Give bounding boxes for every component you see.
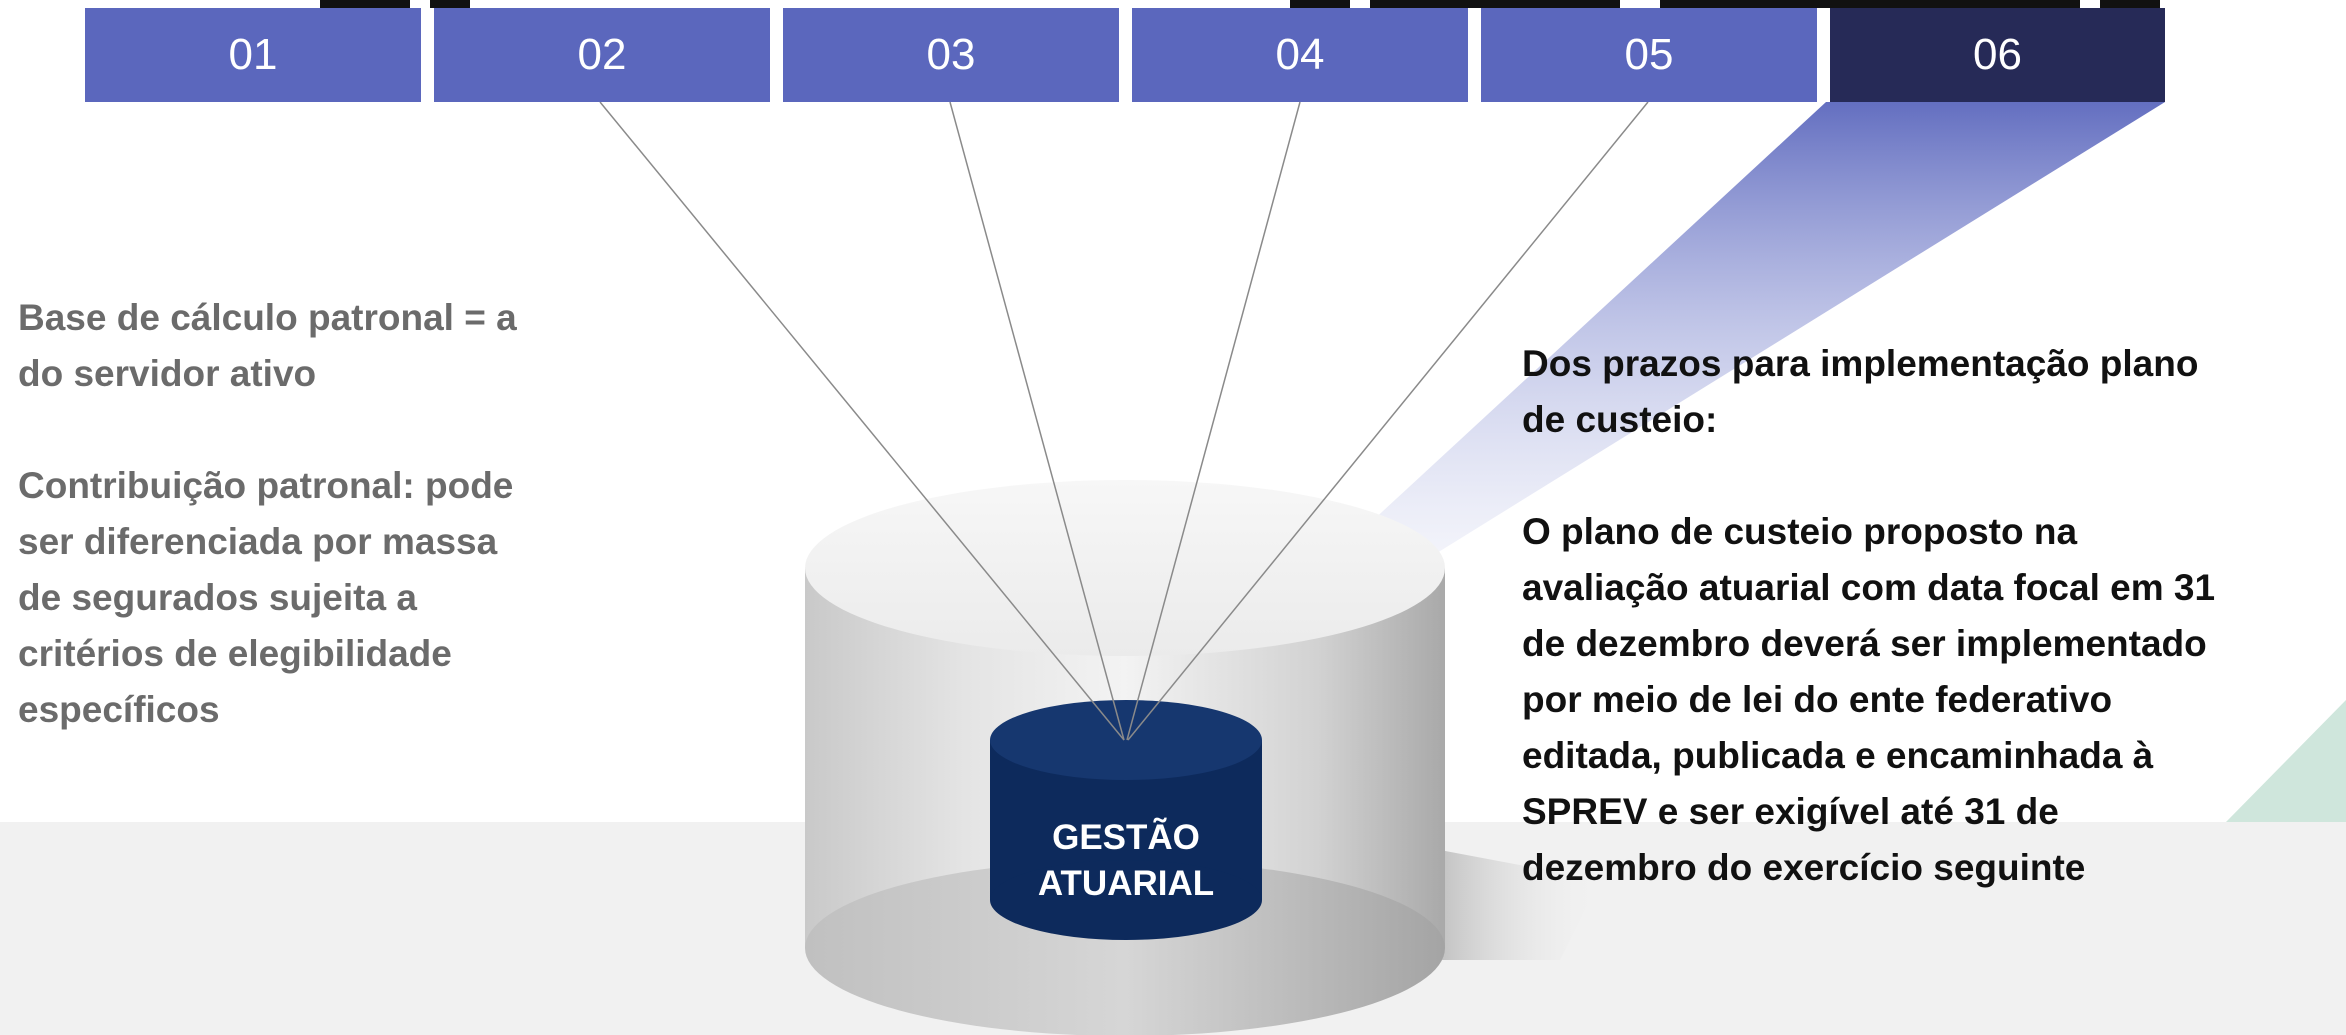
left-text-line: ser diferenciada por massa — [18, 521, 498, 562]
decorative-triangle — [2226, 700, 2346, 822]
right-body-line: por meio de lei do ente federativo — [1522, 679, 2113, 720]
connector-line-04 — [1126, 101, 1301, 741]
connector-line-02 — [599, 101, 1125, 741]
tab-03[interactable]: 03 — [783, 8, 1119, 102]
right-body-line: SPREV e ser exigível até 31 de — [1522, 791, 2059, 832]
left-text-line: Contribuição patronal: pode — [18, 465, 514, 506]
core-cylinder — [990, 700, 1262, 940]
right-body-line: editada, publicada e encaminhada à — [1522, 735, 2154, 776]
tab-01[interactable]: 01 — [85, 8, 421, 102]
right-heading-line: de custeio: — [1522, 399, 1718, 440]
core-label-line1: GESTÃO — [1052, 818, 1200, 857]
right-body-line: avaliação atuarial com data focal em 31 — [1522, 567, 2216, 608]
right-heading-line: Dos prazos para implementação plano — [1522, 343, 2199, 384]
cylinder-shadow — [1440, 850, 1600, 960]
core-label: GESTÃO ATUARIAL — [990, 815, 1262, 907]
left-text-line: específicos — [18, 689, 220, 730]
cropped-title-strip — [0, 0, 2346, 8]
right-body-line: de dezembro deverá ser implementado — [1522, 623, 2207, 664]
right-body-line: O plano de custeio proposto na — [1522, 511, 2078, 552]
core-label-line2: ATUARIAL — [1037, 864, 1215, 903]
left-text-line: de segurados sujeita a — [18, 577, 417, 618]
left-text-line: do servidor ativo — [18, 353, 317, 394]
left-text-line: critérios de elegibilidade — [18, 633, 452, 674]
tab-02[interactable]: 02 — [434, 8, 770, 102]
tab-05[interactable]: 05 — [1481, 8, 1817, 102]
left-text-block: Base de cálculo patronal = a do servidor… — [18, 290, 618, 738]
outer-cylinder — [805, 480, 1445, 1035]
right-text-block: Dos prazos para implementação plano de c… — [1522, 336, 2342, 896]
right-body-line: dezembro do exercício seguinte — [1522, 847, 2086, 888]
left-text-line: Base de cálculo patronal = a — [18, 297, 517, 338]
tab-04[interactable]: 04 — [1132, 8, 1468, 102]
connector-line-05 — [1127, 101, 1649, 741]
connector-line-03 — [949, 101, 1125, 741]
tab-06[interactable]: 06 — [1830, 8, 2165, 102]
